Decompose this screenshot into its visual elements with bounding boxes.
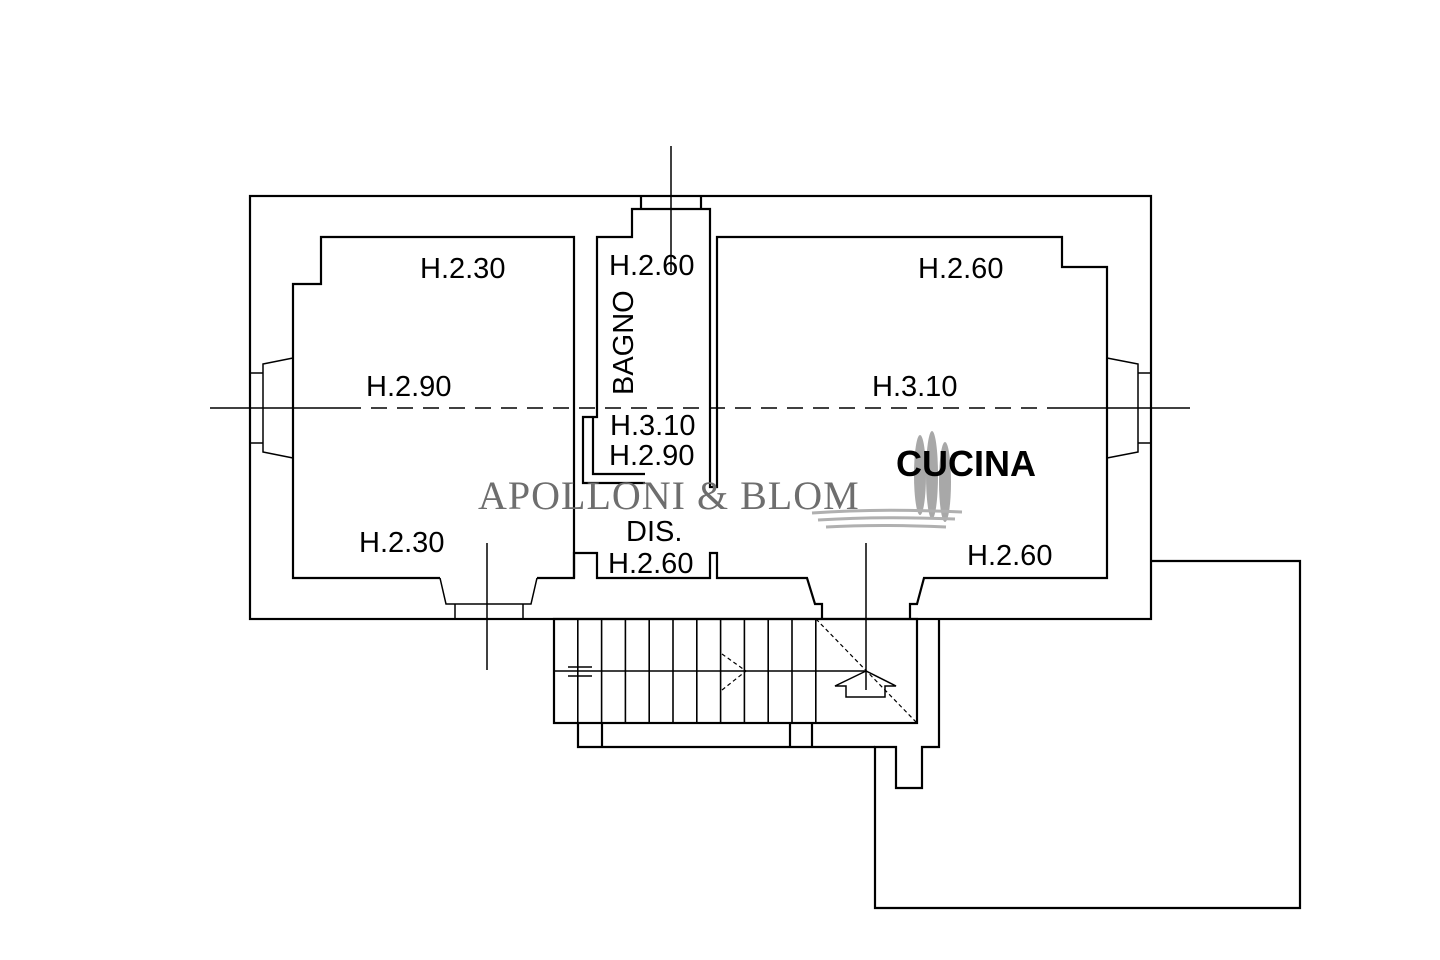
watermark-text: APOLLONI & BLOM — [478, 473, 860, 518]
waves-icon — [811, 508, 963, 529]
height-label: H.2.60 — [918, 253, 1003, 285]
up-arrow-icon — [834, 670, 897, 698]
corridor-wall — [537, 551, 824, 619]
height-label: H.2.60 — [609, 250, 694, 282]
cypress-trees-icon — [914, 431, 951, 522]
height-label: H.2.30 — [420, 253, 505, 285]
height-label: H.3.10 — [610, 410, 695, 442]
watermark-logo: APOLLONI & BLOM — [478, 431, 963, 529]
section-lines — [210, 146, 1190, 690]
height-label: H.3.10 — [872, 371, 957, 403]
height-label: H.2.90 — [366, 371, 451, 403]
height-label: H.2.90 — [609, 440, 694, 472]
right-room-wall — [581, 207, 1109, 619]
height-label: H.2.30 — [359, 527, 444, 559]
room-name-dis: DIS. — [626, 516, 682, 548]
bagno-wall — [591, 417, 645, 476]
labels: H.2.30 H.2.90 H.2.30 H.2.60 BAGNO H.3.10… — [359, 250, 1052, 580]
height-label: H.2.60 — [608, 548, 693, 580]
height-label: H.2.60 — [967, 540, 1052, 572]
room-name-bagno: BAGNO — [608, 290, 640, 395]
room-name-cucina: CUCINA — [896, 443, 1036, 484]
stair-treads — [576, 619, 817, 723]
staircase — [552, 559, 1302, 910]
left-room-wall — [291, 235, 576, 580]
